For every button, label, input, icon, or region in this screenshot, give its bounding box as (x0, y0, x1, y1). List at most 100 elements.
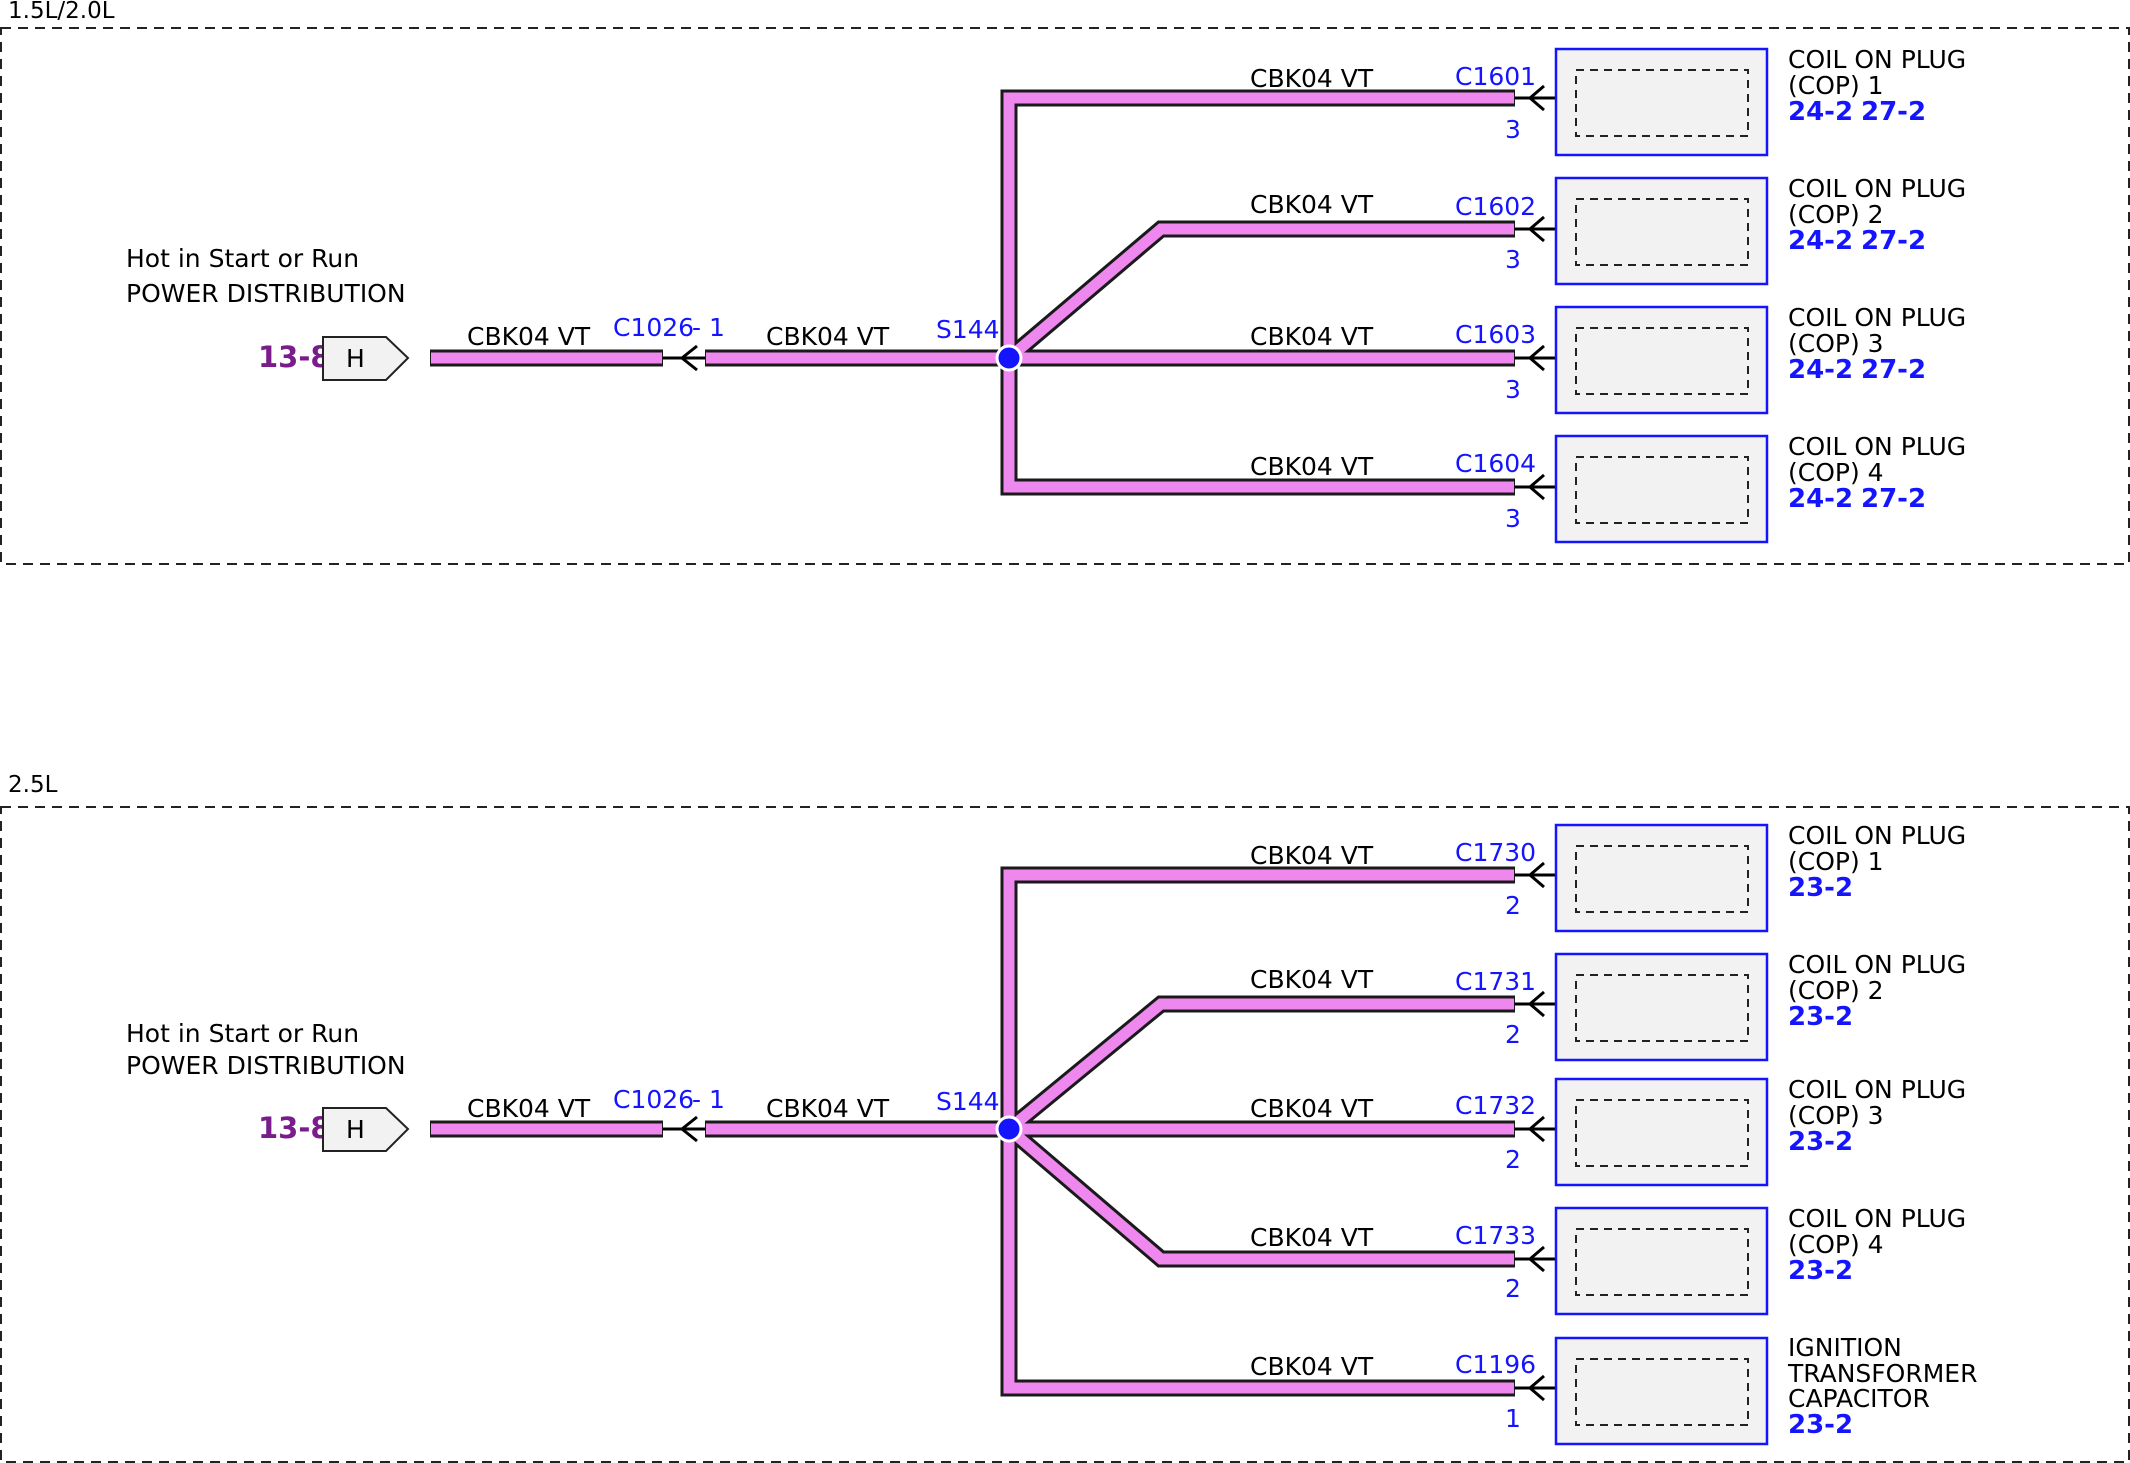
source-label-line2: POWER DISTRIBUTION (126, 1051, 406, 1080)
branch-pin-number: 2 (1505, 1145, 1521, 1174)
component-name-line1: COIL ON PLUG (1788, 950, 1966, 979)
component-name-line1: COIL ON PLUG (1788, 303, 1966, 332)
section-1: 1.5L/2.0L Hot in Start or Run POWER DIST… (0, 0, 2130, 565)
branch-wire-label: CBK04 VT (1250, 1352, 1374, 1381)
component-name-line1: COIL ON PLUG (1788, 45, 1966, 74)
branch-connector-label[interactable]: C1604 (1455, 449, 1536, 478)
component-ref-1[interactable]: 23-2 (1788, 873, 1853, 903)
branch-1: CBK04 VT C1601 3 COIL ON PLUG (COP) 1 24… (1250, 45, 1966, 157)
branch-4: CBK04 VT C1604 3 COIL ON PLUG (COP) 4 24… (1250, 432, 1966, 544)
component-inner (1575, 1358, 1749, 1426)
component-name-line2: (COP) 4 (1788, 1230, 1884, 1259)
component-name-line2: (COP) 1 (1788, 71, 1884, 100)
component-name-line1: COIL ON PLUG (1788, 174, 1966, 203)
component-inner (1575, 974, 1749, 1042)
branch-pin-number: 2 (1505, 891, 1521, 920)
source-label-line1: Hot in Start or Run (126, 1019, 359, 1048)
splice-label: S144 (936, 1087, 1000, 1116)
inline-connector-arrow-icon (663, 1115, 705, 1143)
branch-1: CBK04 VT C1730 2 COIL ON PLUG (COP) 1 23… (1250, 821, 1966, 933)
component-box (1554, 1206, 1769, 1316)
source-connector-shape (322, 336, 410, 381)
component-name-line1: IGNITION (1788, 1333, 1902, 1362)
component-inner (1575, 1228, 1749, 1296)
inline-connector-label[interactable]: C1026 (613, 1085, 694, 1114)
branch-3: CBK04 VT C1603 3 COIL ON PLUG (COP) 3 24… (1250, 303, 1966, 415)
source-ref-link[interactable]: 13-8 (258, 340, 331, 374)
inline-connector-pin: - 1 (692, 1085, 725, 1114)
component-box (1554, 1336, 1769, 1446)
component-ref-1[interactable]: 23-2 (1788, 1410, 1853, 1440)
component-name-line3: CAPACITOR (1788, 1384, 1930, 1413)
component-inner (1575, 845, 1749, 913)
branch-wire-label: CBK04 VT (1250, 841, 1374, 870)
source-ref-link[interactable]: 13-8 (258, 1111, 331, 1145)
splice-label: S144 (936, 315, 1000, 344)
component-ref-1[interactable]: 23-2 (1788, 1256, 1853, 1286)
branch-connector-label[interactable]: C1731 (1455, 967, 1536, 996)
inline-connector-arrow-icon (663, 344, 705, 372)
component-box (1554, 823, 1769, 933)
branch-2: CBK04 VT C1602 3 COIL ON PLUG (COP) 2 24… (1250, 174, 1966, 286)
component-name-line1: COIL ON PLUG (1788, 821, 1966, 850)
branch-connector-label[interactable]: C1601 (1455, 62, 1536, 91)
component-ref-2[interactable]: 27-2 (1861, 355, 1926, 385)
branch-pin-number: 1 (1505, 1404, 1521, 1433)
branch-pin-number: 3 (1505, 245, 1521, 274)
input-wire-right-label: CBK04 VT (766, 322, 890, 351)
component-ref-1[interactable]: 23-2 (1788, 1002, 1853, 1032)
branch-connector-label[interactable]: C1732 (1455, 1091, 1536, 1120)
component-ref-1[interactable]: 24-2 (1788, 355, 1853, 385)
inline-connector-label[interactable]: C1026 (613, 313, 694, 342)
inline-connector-pin: - 1 (692, 313, 725, 342)
input-wire-left-label: CBK04 VT (467, 1094, 591, 1123)
component-ref-1[interactable]: 23-2 (1788, 1127, 1853, 1157)
branch-connector-label[interactable]: C1733 (1455, 1221, 1536, 1250)
component-box (1554, 952, 1769, 1062)
component-ref-2[interactable]: 27-2 (1861, 484, 1926, 514)
branch-pin-number: 2 (1505, 1274, 1521, 1303)
component-name-line2: (COP) 2 (1788, 976, 1884, 1005)
branch-wire-label: CBK04 VT (1250, 452, 1374, 481)
component-name-line1: COIL ON PLUG (1788, 1204, 1966, 1233)
branch-connector-label[interactable]: C1730 (1455, 838, 1536, 867)
input-wire-right-label: CBK04 VT (766, 1094, 890, 1123)
component-name-line2: (COP) 3 (1788, 1101, 1884, 1130)
section-title: 1.5L/2.0L (8, 0, 115, 24)
branch-wire-label: CBK04 VT (1250, 1223, 1374, 1252)
component-name-line1: COIL ON PLUG (1788, 1075, 1966, 1104)
component-inner (1575, 456, 1749, 524)
component-inner (1575, 327, 1749, 395)
source-connector-letter: H (346, 344, 365, 373)
component-inner (1575, 69, 1749, 137)
source-label-line2: POWER DISTRIBUTION (126, 279, 406, 308)
branch-pin-number: 3 (1505, 504, 1521, 533)
component-ref-2[interactable]: 27-2 (1861, 226, 1926, 256)
component-name-line2: (COP) 4 (1788, 458, 1884, 487)
component-box (1554, 305, 1769, 415)
branch-wire-label: CBK04 VT (1250, 190, 1374, 219)
component-name-line1: COIL ON PLUG (1788, 432, 1966, 461)
splice-dot (995, 344, 1023, 372)
component-inner (1575, 198, 1749, 266)
component-inner (1575, 1099, 1749, 1167)
branch-connector-label[interactable]: C1602 (1455, 192, 1536, 221)
component-box (1554, 434, 1769, 544)
branch-5: CBK04 VT C1196 1 IGNITION TRANSFORMER CA… (1250, 1333, 1977, 1446)
component-name-line2: (COP) 1 (1788, 847, 1884, 876)
component-ref-1[interactable]: 24-2 (1788, 484, 1853, 514)
component-ref-1[interactable]: 24-2 (1788, 226, 1853, 256)
component-name-line2: (COP) 3 (1788, 329, 1884, 358)
branch-connector-label[interactable]: C1603 (1455, 320, 1536, 349)
section-title: 2.5L (8, 772, 58, 798)
branch-pin-number: 2 (1505, 1020, 1521, 1049)
component-ref-1[interactable]: 24-2 (1788, 97, 1853, 127)
branch-connector-label[interactable]: C1196 (1455, 1350, 1536, 1379)
branch-pin-number: 3 (1505, 115, 1521, 144)
branch-2: CBK04 VT C1731 2 COIL ON PLUG (COP) 2 23… (1250, 950, 1966, 1062)
component-ref-2[interactable]: 27-2 (1861, 97, 1926, 127)
branch-wires (1000, 866, 1515, 1397)
component-box (1554, 47, 1769, 157)
splice-dot (995, 1115, 1023, 1143)
